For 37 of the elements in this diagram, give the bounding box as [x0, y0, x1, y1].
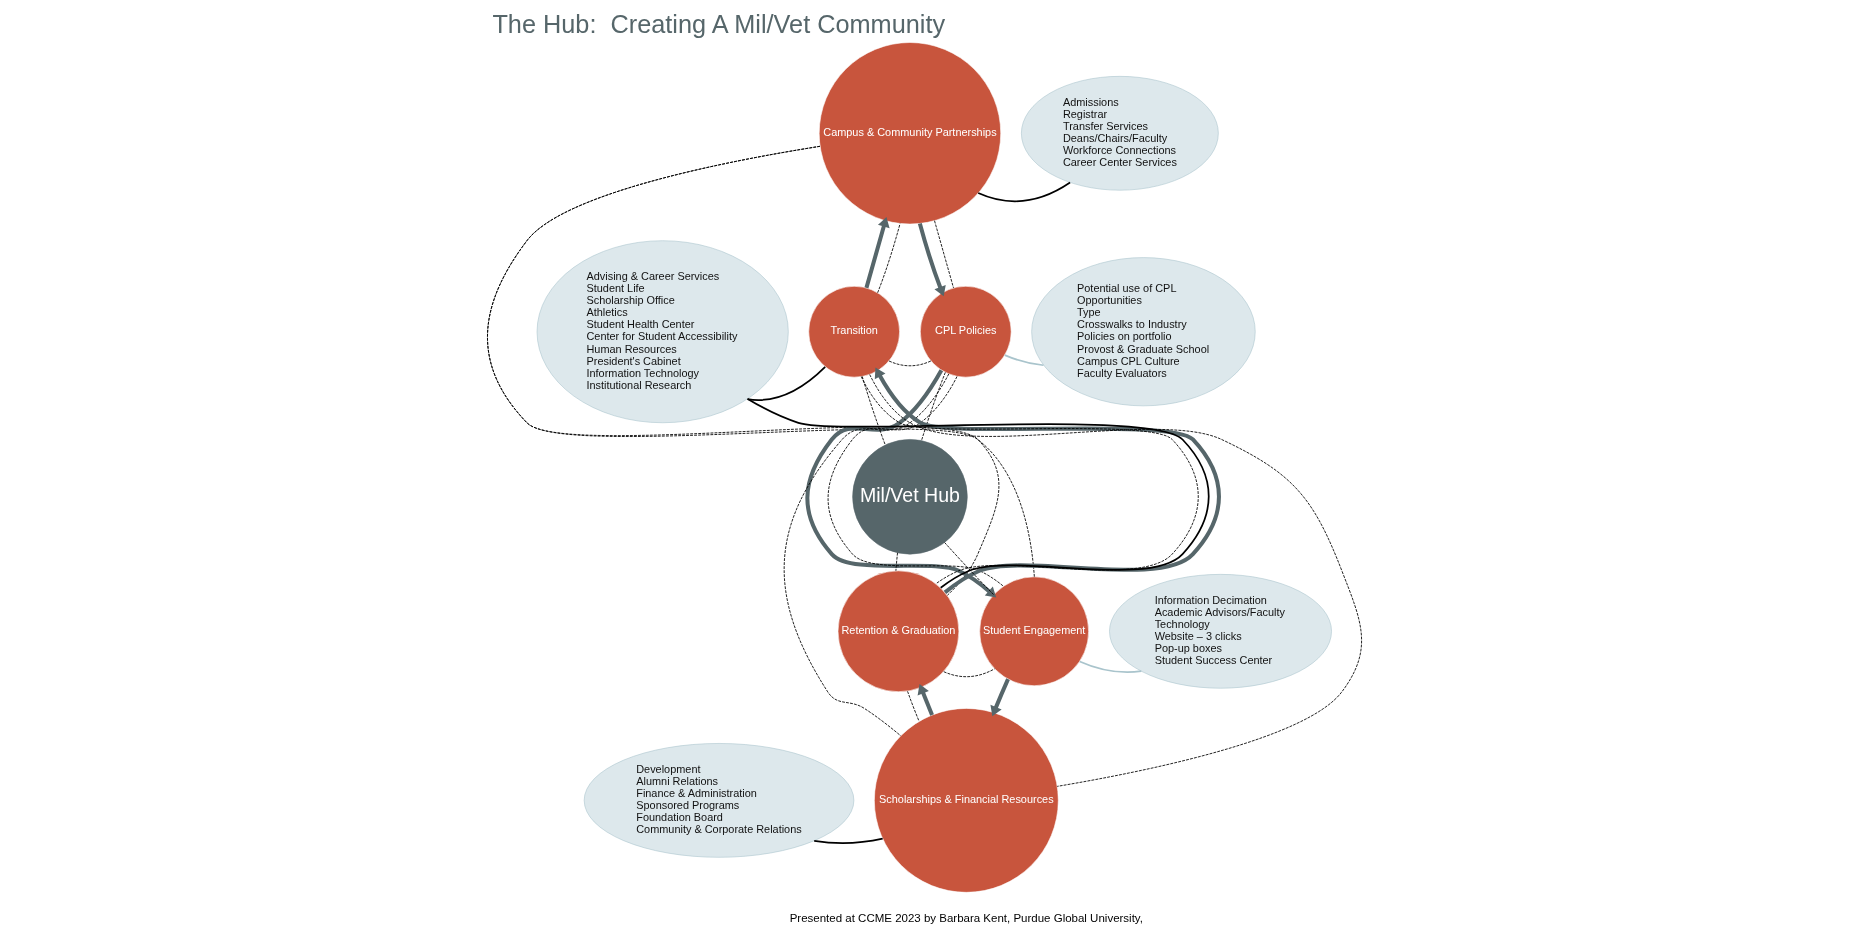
node-ellipse: Advising & Career Services Student Life Scholarship Office Athletics Student Health Center Center for Student Accessibility Human Resources President's Cabinet Information Technology Institutional Research	[536, 240, 789, 424]
diagram-title: The Hub: Creating A Mil/Vet Community	[492, 9, 946, 38]
node-circle: Scholarships & Financial Resources	[874, 708, 1059, 893]
connector	[783, 373, 950, 737]
arrow	[805, 369, 997, 598]
connector	[907, 690, 920, 722]
arrow	[917, 223, 946, 297]
connector	[746, 365, 827, 401]
node-ellipse: Potential use of CPL Opportunities Type Crosswalks to Industry Policies on portfolio Provost & Graduate School Campus CPL Culture Faculty Evaluators	[1031, 257, 1256, 407]
connector	[827, 376, 1004, 587]
connector	[877, 223, 901, 294]
arrow	[864, 216, 890, 289]
node-circle: Mil/Vet Hub	[852, 439, 968, 555]
node-ellipse: Admissions Registrar Transfer Services Deans/Chairs/Faculty Workforce Connections Career Center Services	[1021, 76, 1219, 191]
connector	[934, 220, 954, 289]
node-ellipse: Development Alumni Relations Finance & Administration Sponsored Programs Foundation Board Community & Corporate Relations	[583, 743, 855, 858]
arrow	[874, 367, 1221, 594]
node-circle: Campus & Community Partnerships	[818, 42, 1002, 225]
node-circle: Retention & Graduation	[837, 570, 960, 692]
connector	[943, 668, 996, 678]
connector	[888, 360, 932, 367]
connector	[895, 552, 898, 572]
connector	[861, 376, 886, 446]
connector	[869, 374, 1362, 787]
caption: Presented at CCME 2023 by Barbara Kent, Purdue Global University,	[789, 912, 1143, 925]
arrow	[990, 678, 1010, 717]
arrow	[917, 684, 934, 716]
node-circle: Student Engagement	[979, 576, 1089, 687]
connector	[977, 181, 1071, 203]
connector	[813, 837, 884, 844]
connector	[1003, 354, 1045, 367]
connector	[1078, 660, 1143, 673]
connector	[860, 376, 1199, 585]
node-ellipse: Information Decimation Academic Advisors/Faculty Technology Website – 3 clicks Pop-up boxes Student Success Center	[1109, 574, 1332, 689]
connector	[746, 398, 1210, 589]
connector	[921, 371, 946, 441]
connector	[944, 542, 995, 596]
